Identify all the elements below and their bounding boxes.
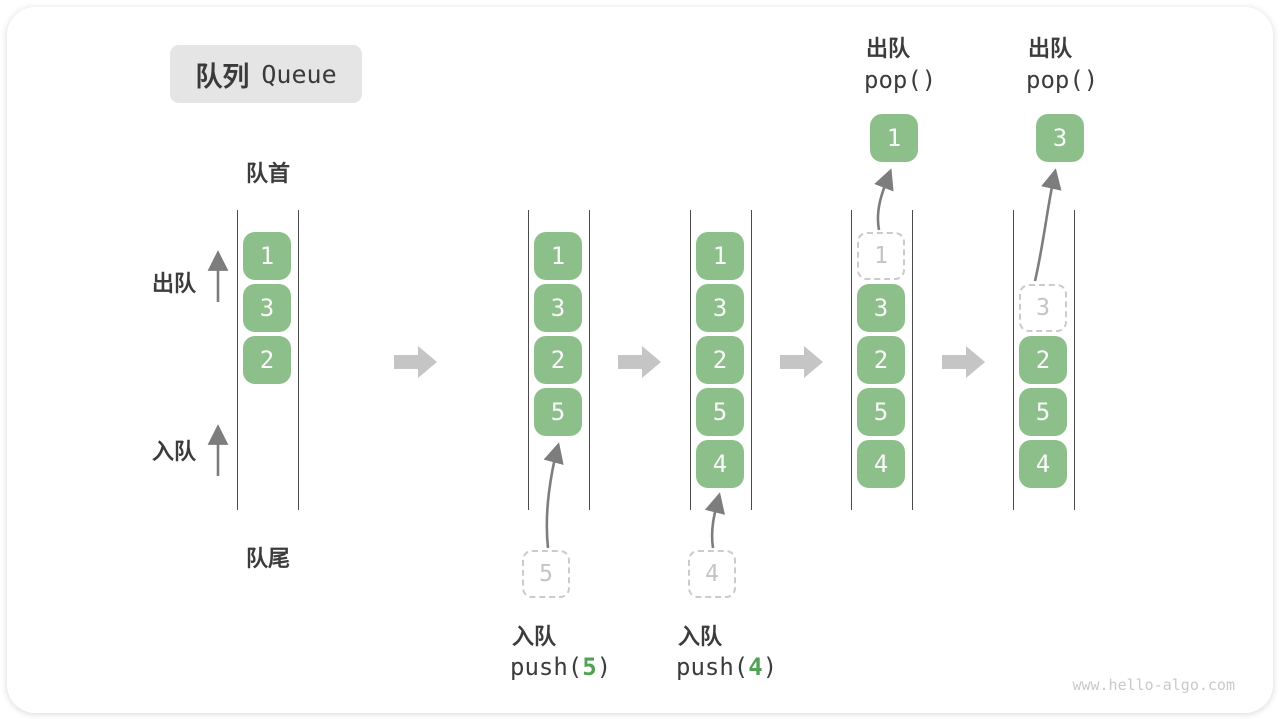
- diagram-card: [7, 7, 1273, 713]
- dequeue-label: 出队: [1028, 36, 1073, 61]
- queue-cell: 2: [857, 336, 905, 384]
- title-zh: 队列: [195, 61, 250, 92]
- enqueue-side-label: 入队: [152, 439, 197, 464]
- popped-value-box: 1: [870, 114, 918, 162]
- pop-call-text: pop(): [864, 66, 937, 94]
- pop-call-text: pop(): [1026, 66, 1099, 94]
- watermark: www.hello-algo.com: [1072, 676, 1235, 694]
- queue-cell-ghost: 3: [1019, 284, 1067, 332]
- queue-cell: 2: [696, 336, 744, 384]
- popped-value-box: 3: [1036, 114, 1084, 162]
- queue-cell: 1: [243, 232, 291, 280]
- queue-cell: 5: [1019, 388, 1067, 436]
- enqueue-label: 入队: [678, 624, 723, 649]
- dequeue-side-label: 出队: [152, 271, 197, 296]
- queue-cell: 4: [857, 440, 905, 488]
- code-arg: 4: [748, 653, 763, 681]
- queue-cell: 2: [243, 336, 291, 384]
- queue-front-label: 队首: [245, 161, 290, 186]
- queue-cell: 1: [696, 232, 744, 280]
- queue-cell: 2: [534, 336, 582, 384]
- push-call-text: push(5): [510, 653, 611, 681]
- queue-cell: 3: [857, 284, 905, 332]
- queue-cell: 4: [1019, 440, 1067, 488]
- enqueue-label: 入队: [512, 624, 557, 649]
- queue-cell: 2: [1019, 336, 1067, 384]
- staged-value-box: 4: [688, 550, 736, 598]
- staged-value-box: 5: [522, 550, 570, 598]
- code-post: ): [596, 653, 612, 681]
- code-post: ): [762, 653, 778, 681]
- queue-cell: 5: [857, 388, 905, 436]
- queue-cell: 3: [243, 284, 291, 332]
- title-en: Queue: [261, 59, 337, 89]
- queue-cell-ghost: 1: [857, 232, 905, 280]
- code-pre: push(: [510, 653, 583, 681]
- queue-cell: 1: [534, 232, 582, 280]
- dequeue-label: 出队: [866, 36, 911, 61]
- push-call-text: push(4): [676, 653, 777, 681]
- queue-cell: 5: [534, 388, 582, 436]
- code-pre: push(: [676, 653, 749, 681]
- queue-cell: 5: [696, 388, 744, 436]
- queue-cell: 3: [696, 284, 744, 332]
- queue-cell: 3: [534, 284, 582, 332]
- queue-rear-label: 队尾: [245, 546, 290, 571]
- title-badge: 队列 Queue: [170, 45, 362, 103]
- queue-cell: 4: [696, 440, 744, 488]
- code-arg: 5: [582, 653, 597, 681]
